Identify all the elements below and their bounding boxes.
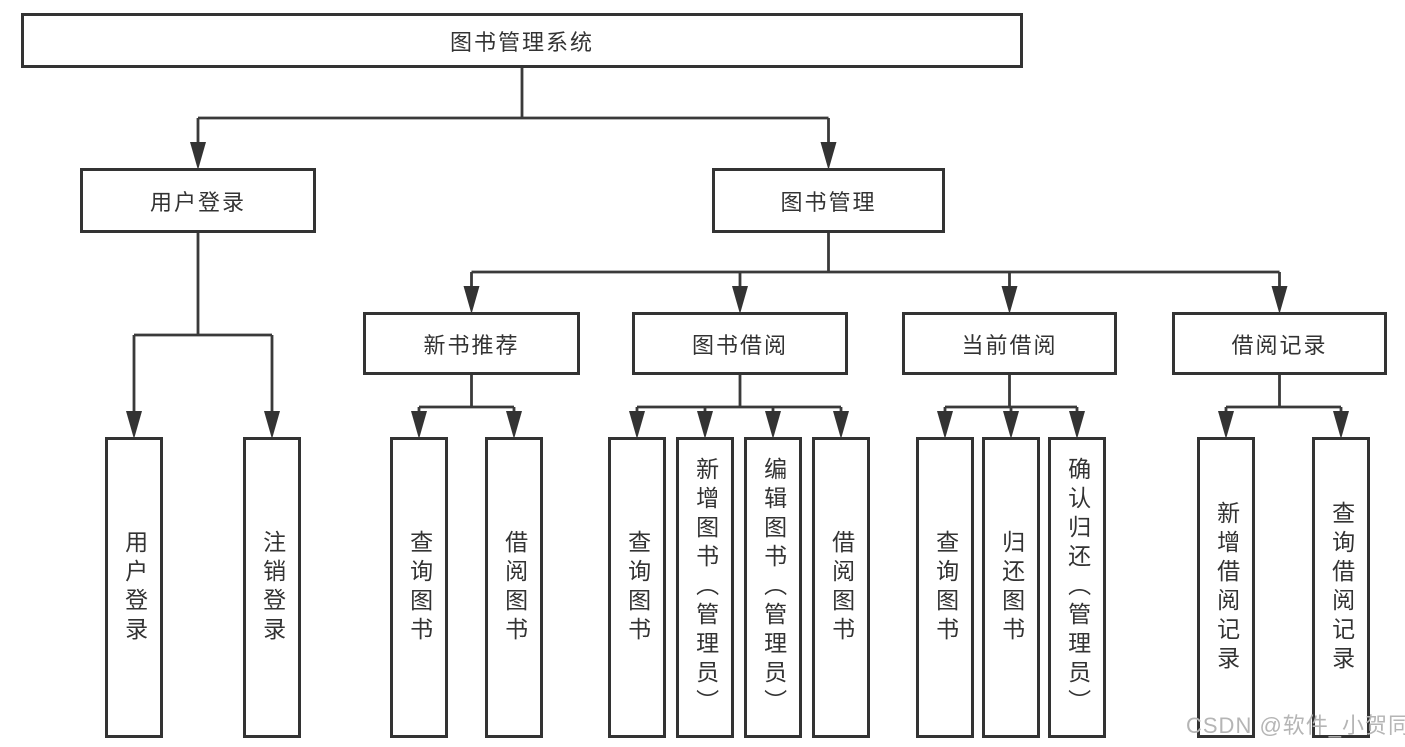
arrowhead	[1001, 286, 1018, 314]
node-leaf-cb-query: 查询图书	[916, 437, 974, 738]
arrowhead	[264, 411, 280, 439]
arrowhead	[937, 411, 953, 439]
node-new-book-rec: 新书推荐	[363, 312, 580, 375]
node-leaf-cb-return: 归还图书	[982, 437, 1040, 738]
arrowhead	[1003, 411, 1019, 439]
node-leaf-nbr-borrow: 借阅图书	[485, 437, 543, 738]
arrowhead	[126, 411, 142, 439]
arrowhead	[190, 142, 206, 170]
arrowhead	[820, 142, 837, 170]
arrowhead	[732, 286, 748, 314]
node-book-mgmt: 图书管理	[712, 168, 945, 233]
node-leaf-bb-borrow: 借阅图书	[812, 437, 870, 738]
arrowhead	[1069, 411, 1085, 439]
node-leaf-br-query: 查询借阅记录	[1312, 437, 1370, 738]
arrowhead	[1271, 286, 1288, 314]
node-user-login: 用户登录	[80, 168, 316, 233]
arrowhead	[1218, 411, 1234, 439]
arrowhead	[629, 411, 645, 439]
arrowhead	[411, 411, 427, 439]
node-leaf-cb-confirm: 确认归还（管理员）	[1048, 437, 1106, 738]
node-leaf-bb-edit: 编辑图书（管理员）	[744, 437, 802, 738]
node-leaf-nbr-query: 查询图书	[390, 437, 448, 738]
node-leaf-bb-query: 查询图书	[608, 437, 666, 738]
arrowhead	[463, 286, 480, 314]
node-leaf-bb-add: 新增图书（管理员）	[676, 437, 734, 738]
arrowhead	[765, 411, 781, 439]
node-book-borrow: 图书借阅	[632, 312, 848, 375]
node-root: 图书管理系统	[21, 13, 1023, 68]
node-current-borrow: 当前借阅	[902, 312, 1117, 375]
node-leaf-logout: 注销登录	[243, 437, 301, 738]
arrowhead	[697, 411, 713, 439]
node-leaf-user-login: 用户登录	[105, 437, 163, 738]
arrowhead	[506, 411, 522, 439]
node-borrow-records: 借阅记录	[1172, 312, 1387, 375]
arrowhead	[833, 411, 849, 439]
arrowhead	[1333, 411, 1349, 439]
node-leaf-br-add: 新增借阅记录	[1197, 437, 1255, 738]
